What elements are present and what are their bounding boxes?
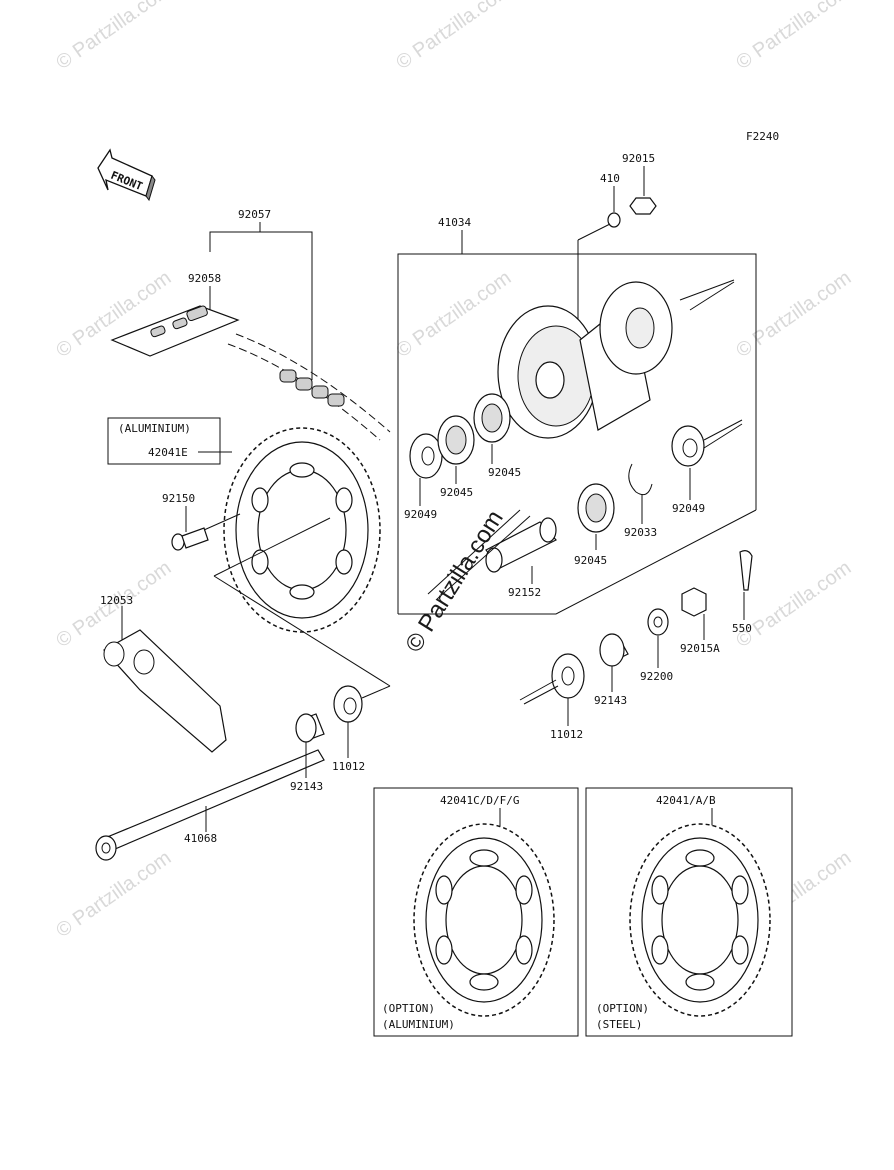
rear-hub: [497, 279, 735, 439]
label-92049-right: 92049: [672, 502, 705, 515]
watermark-text: © Partzilla.com: [732, 0, 855, 74]
hub-group-frame-bottom: [398, 509, 757, 615]
label-410: 410: [600, 172, 620, 185]
label-92045-b: 92045: [488, 466, 521, 479]
hub-bearings: [409, 393, 743, 533]
nut-92015: [629, 197, 657, 215]
label-550: 550: [732, 622, 752, 635]
rear-axle-41068: [95, 749, 325, 861]
leader-92150b: [203, 513, 241, 531]
option-steel-part: 42041/A/B: [656, 794, 716, 807]
master-link-kit: [110, 305, 240, 357]
label-92058: 92058: [188, 272, 221, 285]
label-92057: 92057: [238, 208, 271, 221]
label-92152: 92152: [508, 586, 541, 599]
rear-sprocket-main: [223, 427, 381, 633]
watermark-text: © Partzilla.com: [52, 847, 175, 942]
option-aluminium-part: 42041C/D/F/G: [440, 794, 519, 807]
label-92143-right: 92143: [594, 694, 627, 707]
stud-leader-2: [577, 223, 611, 241]
option-steel-line1: (OPTION): [596, 1002, 649, 1015]
option-aluminium-line2: (ALUMINIUM): [382, 1018, 455, 1031]
label-92200: 92200: [640, 670, 673, 683]
option-box-aluminium: 42041C/D/F/G (OPTION) (ALUMINIUM): [373, 787, 579, 1037]
washer-410: [607, 212, 621, 228]
label-92015: 92015: [622, 152, 655, 165]
axle-hardware-left: [213, 517, 391, 743]
aluminium-note-box: [107, 417, 221, 465]
chain-guide-12053: [103, 629, 227, 753]
option-steel-line2: (STEEL): [596, 1018, 642, 1031]
watermark-text: © Partzilla.com: [732, 267, 855, 362]
label-11012-left: 11012: [332, 760, 365, 773]
leader-92057: [209, 231, 313, 380]
label-92045-a: 92045: [440, 486, 473, 499]
watermark-text: © Partzilla.com: [392, 267, 515, 362]
drive-chain: [227, 333, 391, 441]
label-11012-right: 11012: [550, 728, 583, 741]
label-92049-left: 92049: [404, 508, 437, 521]
center-watermark: © Partzilla.com: [400, 506, 509, 657]
label-92033: 92033: [624, 526, 657, 539]
label-92150: 92150: [162, 492, 195, 505]
hub-group-frame: [397, 253, 757, 614]
label-41034: 41034: [438, 216, 471, 229]
front-arrow-icon: FRONT: [97, 148, 156, 202]
label-92015A: 92015A: [680, 642, 720, 655]
label-42041E: 42041E: [148, 446, 188, 459]
watermark-text: © Partzilla.com: [392, 0, 515, 74]
axle-hardware-right: [519, 550, 753, 705]
bolt-92150: [171, 527, 209, 551]
label-12053: 12053: [100, 594, 133, 607]
option-box-steel: 42041/A/B (OPTION) (STEEL): [585, 787, 793, 1037]
label-92045-c: 92045: [574, 554, 607, 567]
leader-axis-1: [427, 509, 521, 595]
label-92143-left: 92143: [290, 780, 323, 793]
figure-code: F2240: [746, 130, 779, 143]
aluminium-note: (ALUMINIUM): [118, 422, 191, 435]
leader-axis-2: [435, 515, 531, 601]
spacer-92152: [485, 517, 557, 573]
label-41068: 41068: [184, 832, 217, 845]
watermark-text: © Partzilla.com: [52, 0, 175, 74]
option-aluminium-line1: (OPTION): [382, 1002, 435, 1015]
